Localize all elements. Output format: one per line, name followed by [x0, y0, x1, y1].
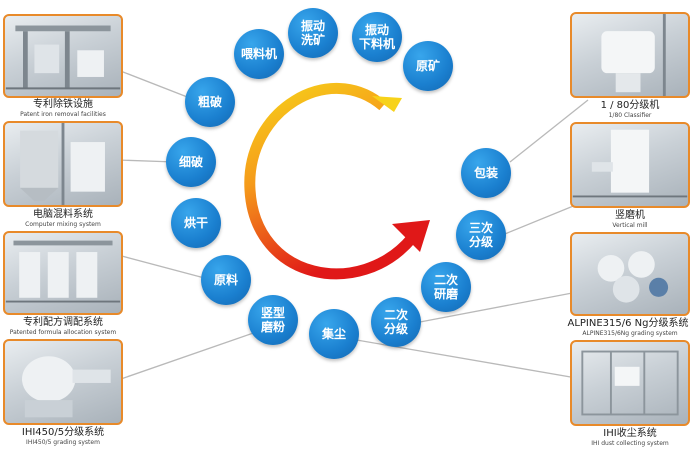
photo-iron-removal [3, 14, 123, 98]
photo-alpine-grading [570, 232, 690, 316]
photo-ihi-grading [3, 339, 123, 425]
machinery-image [601, 14, 666, 96]
caption-iron-removal-en: Patent iron removal facilities [20, 111, 106, 118]
caption-ihi-grading-en: IHI450/5 grading system [26, 439, 100, 446]
caption-vertical-mill: 竖磨机 [615, 210, 645, 221]
caption-formula-allocation: 专利配方调配系统 [23, 317, 103, 328]
caption-formula-allocation-en: Patented formula allocation system [9, 329, 117, 336]
step-tertiary-grading: 三次 分级 [456, 210, 506, 260]
step-vibrating-wash: 振动 洗矿 [288, 8, 338, 58]
caption-alpine-grading-en: ALPINE315/6Ng grading system [582, 330, 678, 337]
step-feeder: 喂料机 [234, 29, 284, 79]
cycle-tail [372, 96, 402, 112]
photo-classifier [570, 12, 690, 98]
machinery-image [20, 123, 105, 205]
step-secondary-grading: 二次 分级 [371, 297, 421, 347]
machinery-image [597, 251, 669, 303]
caption-classifier-en: 1/80 Classifier [608, 112, 652, 119]
caption-vertical-mill-en: Vertical mill [612, 222, 648, 229]
step-drying: 烘干 [171, 198, 221, 248]
machinery-image [581, 350, 679, 416]
cycle-arrowhead [392, 220, 430, 252]
step-raw-material: 原料 [201, 255, 251, 305]
connector-line [117, 159, 176, 163]
machinery-image [572, 129, 688, 198]
machinery-image [22, 356, 111, 418]
connector-line [509, 99, 589, 163]
cycle-arc [244, 82, 417, 280]
connector-line [419, 289, 589, 323]
caption-computer-mixing-en: Computer mixing system [25, 221, 101, 228]
step-packaging: 包装 [461, 148, 511, 198]
caption-iron-removal: 专利除铁设施 [33, 99, 93, 110]
photo-formula-allocation [3, 231, 123, 315]
connector-line [117, 69, 196, 101]
caption-ihi-grading: IHI450/5分级系统 [21, 427, 105, 438]
step-vertical-mill: 竖型 磨粉 [248, 295, 298, 345]
caption-classifier: 1 / 80分级机 [600, 100, 660, 111]
photo-vertical-mill [570, 122, 690, 208]
connector-line [117, 329, 263, 381]
machinery-image [5, 25, 121, 90]
connector-line [117, 254, 213, 281]
step-dust-collect: 集尘 [309, 309, 359, 359]
caption-ihi-dust-en: IHI dust collecting system [591, 440, 669, 447]
step-raw-ore: 原矿 [403, 41, 453, 91]
step-vibrating-feeder: 振动 下料机 [352, 12, 402, 62]
caption-computer-mixing: 电脑混料系统 [33, 209, 93, 220]
photo-ihi-dust [570, 340, 690, 426]
step-secondary-grinding: 二次 研磨 [421, 262, 471, 312]
photo-computer-mixing [3, 121, 123, 207]
step-coarse-crush: 粗破 [185, 77, 235, 127]
caption-alpine-grading: ALPINE315/6 Ng分级系统 [567, 318, 689, 329]
step-fine-crush: 细破 [166, 137, 216, 187]
caption-ihi-dust: IHI收尘系统 [603, 428, 657, 439]
machinery-image [5, 240, 121, 303]
